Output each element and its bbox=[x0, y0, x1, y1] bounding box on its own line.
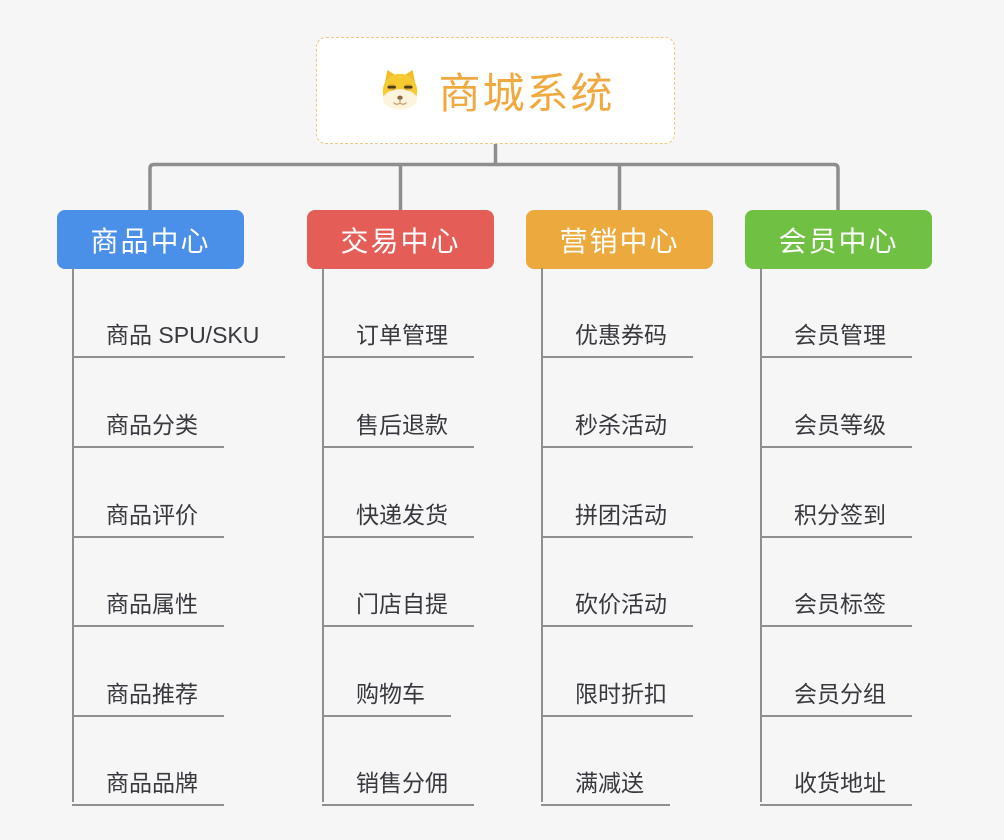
branch-node-product-center[interactable]: 商品中心 bbox=[57, 210, 244, 269]
leaf-node-product-category[interactable]: 商品分类 bbox=[72, 396, 224, 448]
branch-node-marketing-center[interactable]: 营销中心 bbox=[526, 210, 713, 269]
leaf-label: 收货地址 bbox=[794, 770, 886, 796]
leaf-label: 售后退款 bbox=[356, 412, 448, 438]
leaf-label: 商品 SPU/SKU bbox=[106, 322, 260, 348]
branch-label: 营销中心 bbox=[559, 225, 680, 257]
leaf-node-member-tag[interactable]: 会员标签 bbox=[760, 575, 912, 627]
leaf-label: 购物车 bbox=[356, 681, 425, 707]
trunk-line-member bbox=[760, 268, 762, 802]
leaf-node-shopping-cart[interactable]: 购物车 bbox=[322, 665, 451, 717]
leaf-node-shipping-address[interactable]: 收货地址 bbox=[760, 754, 912, 806]
leaf-node-product-recommend[interactable]: 商品推荐 bbox=[72, 665, 224, 717]
trunk-line-trade bbox=[322, 268, 324, 802]
leaf-node-member-management[interactable]: 会员管理 bbox=[760, 306, 912, 358]
root-title: 商城系统 bbox=[438, 70, 615, 117]
leaf-node-store-pickup[interactable]: 门店自提 bbox=[322, 575, 474, 627]
leaf-label: 秒杀活动 bbox=[575, 412, 667, 438]
leaf-label: 商品分类 bbox=[106, 412, 198, 438]
leaf-node-limited-time-discount[interactable]: 限时折扣 bbox=[541, 665, 693, 717]
leaf-label: 快递发货 bbox=[356, 502, 448, 528]
leaf-node-sales-commission[interactable]: 销售分佣 bbox=[322, 754, 474, 806]
leaf-label: 限时折扣 bbox=[575, 681, 667, 707]
leaf-label: 商品品牌 bbox=[106, 770, 198, 796]
branch-label: 会员中心 bbox=[778, 225, 899, 257]
leaf-label: 商品推荐 bbox=[106, 681, 198, 707]
doge-dog-icon bbox=[383, 69, 418, 109]
leaf-node-points-checkin[interactable]: 积分签到 bbox=[760, 486, 912, 538]
leaf-label: 满减送 bbox=[575, 770, 644, 796]
leaf-label: 商品评价 bbox=[106, 502, 198, 528]
leaf-node-full-reduction[interactable]: 满减送 bbox=[541, 754, 670, 806]
leaf-node-member-level[interactable]: 会员等级 bbox=[760, 396, 912, 448]
leaf-label: 会员管理 bbox=[794, 322, 886, 348]
branch-label: 交易中心 bbox=[340, 225, 461, 257]
leaf-node-group-buy[interactable]: 拼团活动 bbox=[541, 486, 693, 538]
bus-line bbox=[148, 162, 840, 211]
leaf-label: 积分签到 bbox=[794, 502, 886, 528]
leaf-node-member-group[interactable]: 会员分组 bbox=[760, 665, 912, 717]
root-node[interactable]: 商城系统 bbox=[316, 37, 675, 144]
trunk-line-product bbox=[72, 268, 74, 802]
branch-node-member-center[interactable]: 会员中心 bbox=[745, 210, 932, 269]
leaf-label: 订单管理 bbox=[356, 322, 448, 348]
leaf-label: 商品属性 bbox=[106, 591, 198, 617]
leaf-node-aftersale-refund[interactable]: 售后退款 bbox=[322, 396, 474, 448]
leaf-label: 销售分佣 bbox=[356, 770, 448, 796]
branch-label: 商品中心 bbox=[90, 225, 211, 257]
leaf-node-product-attribute[interactable]: 商品属性 bbox=[72, 575, 224, 627]
leaf-label: 会员标签 bbox=[794, 591, 886, 617]
leaf-node-product-spu-sku[interactable]: 商品 SPU/SKU bbox=[72, 306, 286, 358]
leaf-node-express-delivery[interactable]: 快递发货 bbox=[322, 486, 474, 538]
leaf-node-flash-sale[interactable]: 秒杀活动 bbox=[541, 396, 693, 448]
leaf-node-product-review[interactable]: 商品评价 bbox=[72, 486, 224, 538]
trunk-line-marketing bbox=[541, 268, 543, 802]
leaf-node-product-brand[interactable]: 商品品牌 bbox=[72, 754, 224, 806]
leaf-node-order-management[interactable]: 订单管理 bbox=[322, 306, 474, 358]
leaf-label: 会员等级 bbox=[794, 412, 886, 438]
leaf-label: 砍价活动 bbox=[575, 591, 667, 617]
leaf-label: 优惠券码 bbox=[575, 322, 667, 348]
leaf-node-coupon-code[interactable]: 优惠券码 bbox=[541, 306, 693, 358]
leaf-label: 拼团活动 bbox=[575, 502, 667, 528]
leaf-label: 会员分组 bbox=[794, 681, 886, 707]
leaf-node-bargain-activity[interactable]: 砍价活动 bbox=[541, 575, 693, 627]
leaf-label: 门店自提 bbox=[356, 591, 448, 617]
branch-node-trade-center[interactable]: 交易中心 bbox=[307, 210, 494, 269]
